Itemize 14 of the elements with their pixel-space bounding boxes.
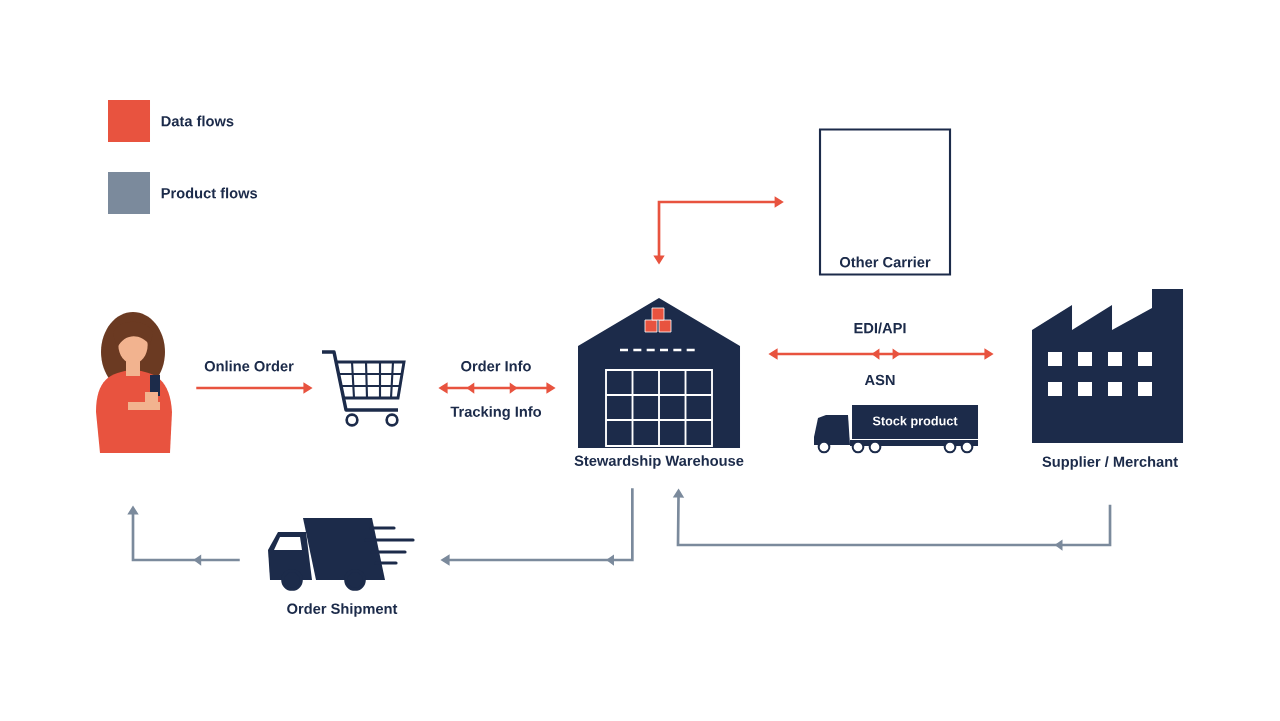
flow-label: Tracking Info (449, 404, 543, 422)
edge-label: EDI/API (852, 321, 908, 335)
legend-label: Product flows (161, 187, 258, 199)
edge-label: Order Info (459, 359, 533, 373)
carrier-box: Other Carrier (818, 128, 952, 276)
cart-icon (322, 350, 406, 427)
edge-label: Online Order (202, 359, 296, 373)
warehouse-label: Stewardship Warehouse (574, 455, 744, 469)
factory-label: Supplier / Merchant (1042, 456, 1178, 470)
legend-label: Data flows (161, 115, 234, 127)
truck-label: Order Shipment (287, 603, 398, 617)
person-drawing (96, 312, 172, 453)
flow-label: ASN (863, 373, 897, 387)
semi-truck-drawing: Stock product (814, 405, 978, 454)
